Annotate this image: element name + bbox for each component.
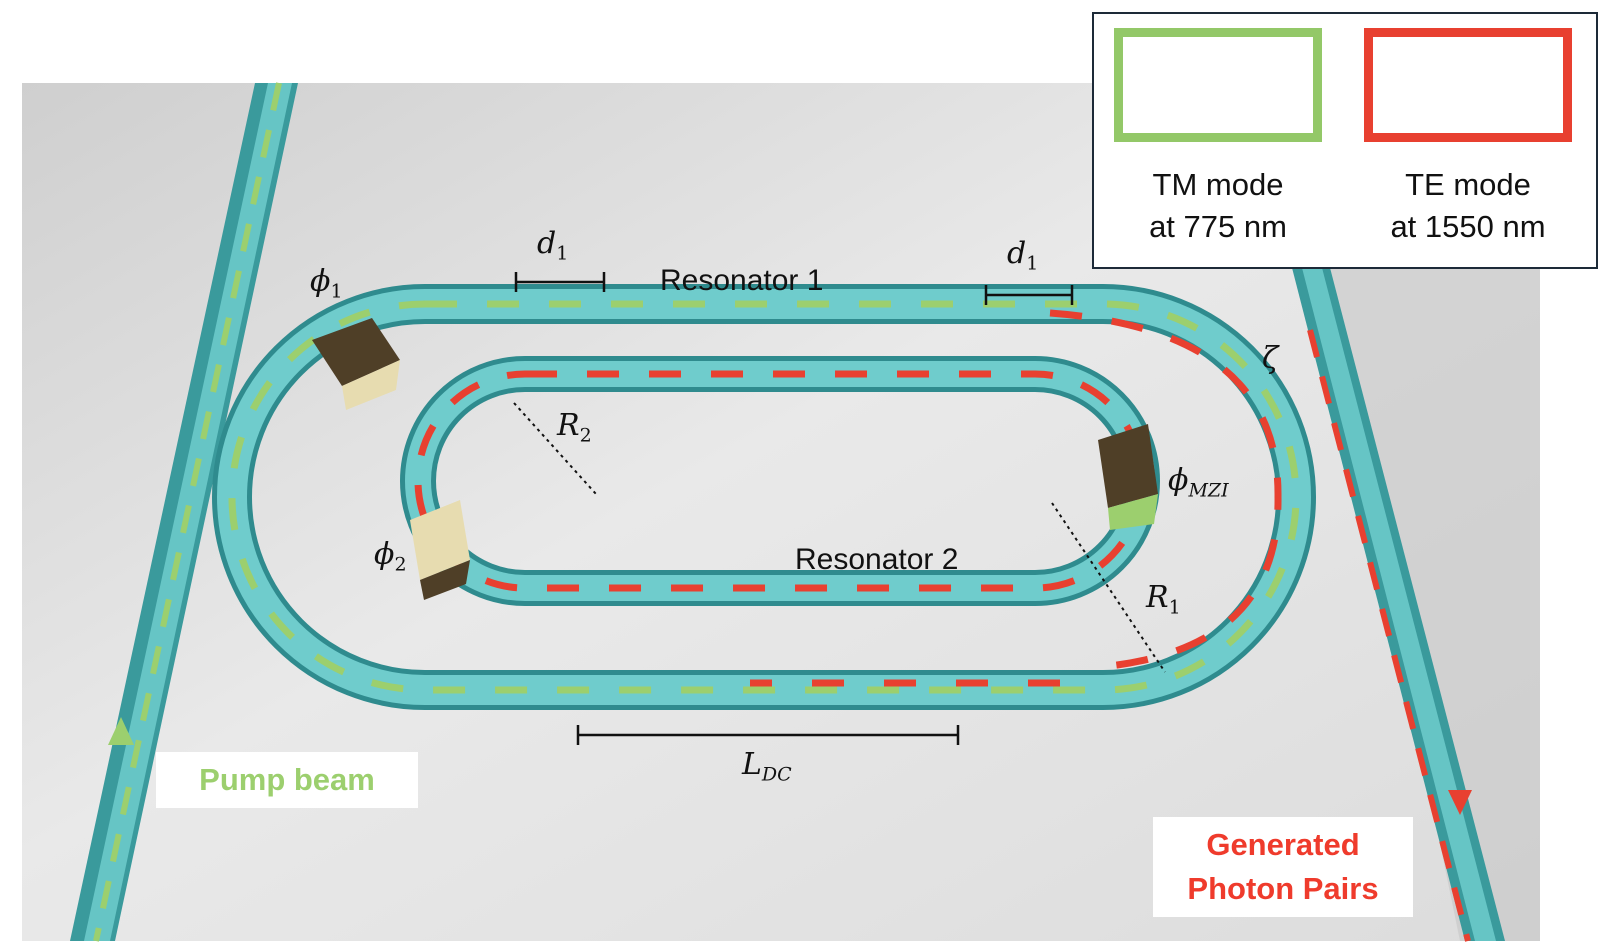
d1-left-scale-bar [514,272,606,292]
d1-left-sub: 1 [556,242,569,265]
d1-left-label: d1 [537,226,568,265]
signal-arrow [1448,790,1472,815]
r2-label: R2 [557,408,592,447]
d1-right-base: d [1007,236,1027,271]
left-bus-waveguide [70,82,298,942]
pump-arrow [108,717,134,745]
generated-label-line2: Photon Pairs [1187,871,1379,906]
substrate-shadow [1320,260,1540,941]
tm-mode-frame [1114,28,1322,142]
d1-right-scale-bar [984,285,1074,305]
r2-sub: 2 [579,424,592,447]
r1-base: R [1146,580,1169,615]
heater-phi2 [410,500,470,600]
right-bus-waveguide [1290,260,1505,942]
phi1-sub: 1 [330,280,343,303]
r1-radius-line [1051,502,1166,673]
te-mode-caption: TE mode at 1550 nm [1358,164,1578,248]
phi1-label: ϕ1 [310,264,343,303]
phi-mzi-base: ϕ [1168,463,1189,498]
generated-label-line1: Generated [1206,827,1360,862]
phi-mzi-sub: MZI [1188,479,1229,502]
resonator-1-waveguide [212,284,1316,710]
tm-caption-line2: at 775 nm [1149,209,1287,244]
phi2-sub: 2 [394,553,407,576]
phi2-label: ϕ2 [374,537,407,576]
pump-beam-label: Pump beam [199,762,375,797]
ldc-label: LDC [742,747,792,786]
tm-mode-caption: TM mode at 775 nm [1108,164,1328,248]
resonator-2-label: Resonator 2 [795,543,959,576]
d1-left-base: d [537,226,557,261]
heater-phi-mzi [1098,424,1158,530]
ldc-sub: DC [761,763,792,786]
generated-photon-pairs-box: Generated Photon Pairs [1153,817,1413,917]
mode-profile-inset: TM mode at 775 nm TE mode at 1550 nm [1092,12,1598,269]
te-caption-line1: TE mode [1405,167,1531,202]
zeta-label: ζ [1262,341,1279,376]
d1-right-sub: 1 [1026,252,1039,275]
resonator-1-label: Resonator 1 [660,264,824,297]
d1-right-label: d1 [1007,236,1038,275]
tm-caption-line1: TM mode [1152,167,1284,202]
r1-sub: 1 [1168,596,1181,619]
heater-phi1 [312,318,400,410]
r1-label: R1 [1146,580,1181,619]
phi1-base: ϕ [310,264,331,299]
te-mode-frame [1364,28,1572,142]
pump-beam-label-box: Pump beam [156,752,418,808]
phi2-base: ϕ [374,537,395,572]
ldc-base: L [742,747,762,782]
ldc-scale-bar [576,725,960,745]
te-caption-line2: at 1550 nm [1390,209,1546,244]
r2-base: R [557,408,580,443]
phi-mzi-label: ϕMZI [1168,463,1229,502]
